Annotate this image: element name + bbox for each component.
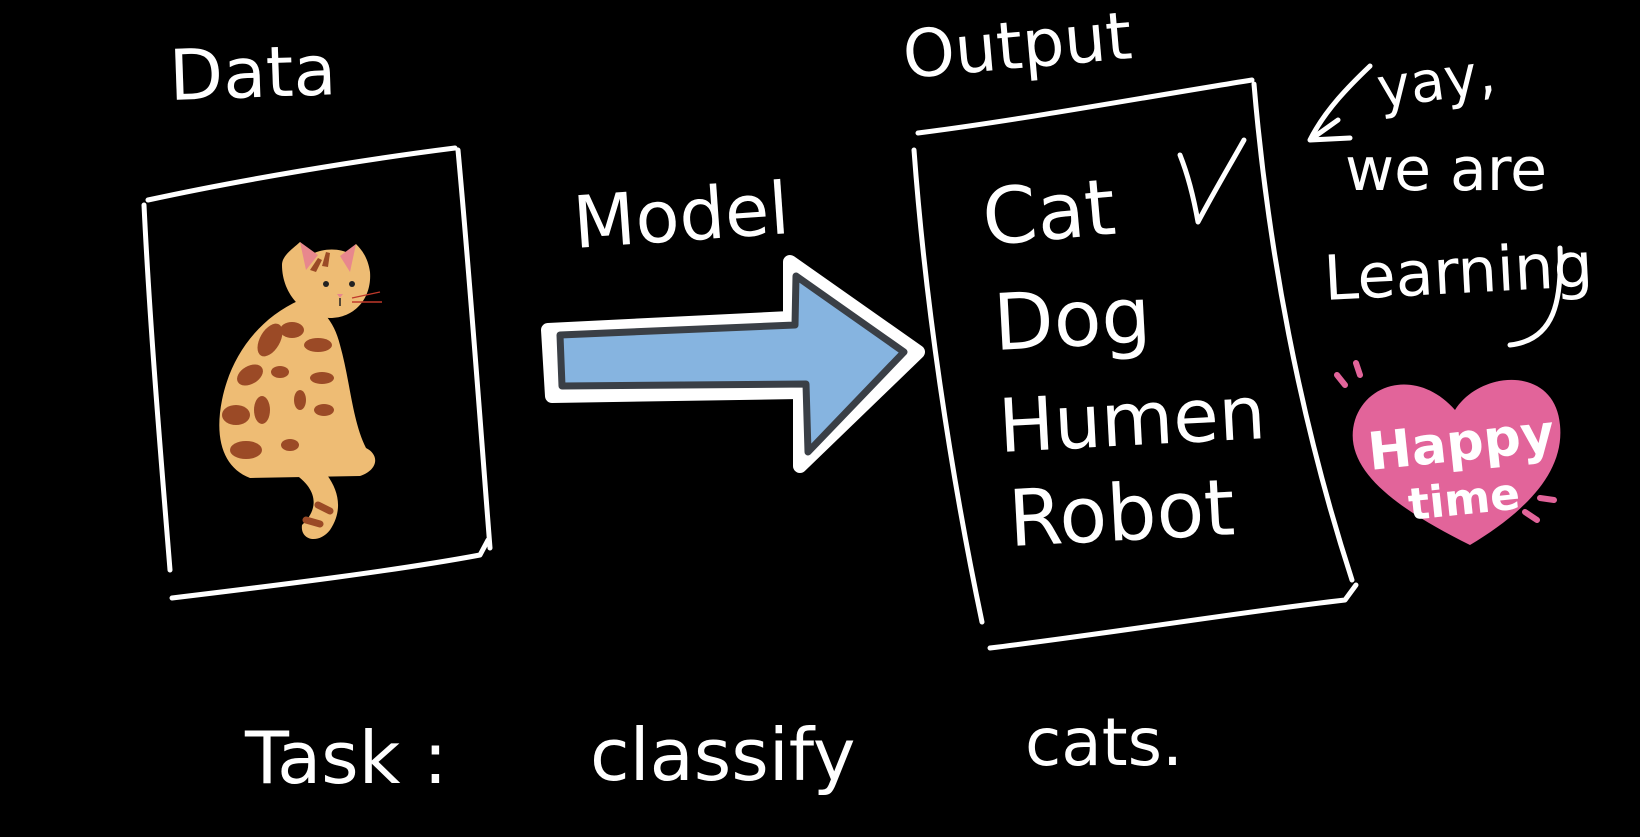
side-note-arrow xyxy=(1307,63,1373,143)
cat-illustration xyxy=(219,242,382,540)
model-heading: Model xyxy=(570,166,792,265)
side-note-line-2: we are xyxy=(1345,135,1547,205)
task-object: cats. xyxy=(1025,704,1183,781)
sticker-lettering-2: time xyxy=(1406,469,1523,531)
side-note-line-3: Learning xyxy=(1322,228,1595,315)
data-box xyxy=(141,145,493,601)
option-robot: Robot xyxy=(1006,463,1237,565)
output-box xyxy=(911,77,1359,651)
task-verb: classify xyxy=(590,713,855,797)
heart-sticker-icon: Happy time xyxy=(1334,360,1561,545)
option-cat: Cat xyxy=(979,163,1119,264)
right-arrow-icon xyxy=(541,255,925,473)
option-dog: Dog xyxy=(991,271,1153,369)
output-heading: Output xyxy=(900,0,1135,94)
data-heading: Data xyxy=(168,29,338,117)
task-label: Task : xyxy=(244,716,448,800)
check-mark-icon xyxy=(1177,137,1247,225)
side-note-line-1: yay, xyxy=(1373,41,1499,122)
option-humen: Humen xyxy=(996,370,1267,470)
side-note-underline-hook xyxy=(1507,245,1563,348)
